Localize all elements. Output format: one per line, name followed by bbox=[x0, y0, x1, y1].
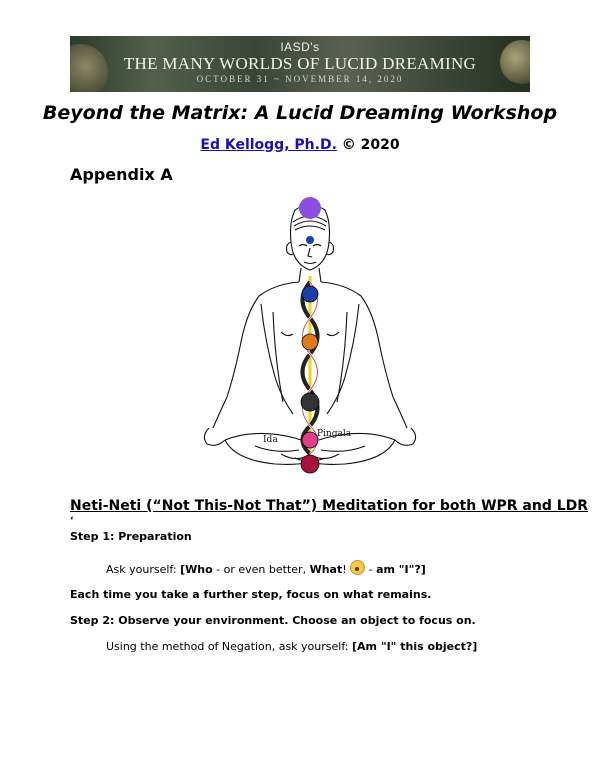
banner-dates: OCTOBER 31 ~ NOVEMBER 14, 2020 bbox=[196, 74, 404, 84]
banner-org: IASD's bbox=[280, 40, 320, 54]
planet-right-image bbox=[500, 40, 530, 84]
sacral-chakra-icon bbox=[301, 431, 319, 449]
author-link[interactable]: Ed Kellogg, Ph.D. bbox=[200, 137, 337, 153]
stray-mark: ‘ bbox=[70, 516, 74, 526]
step-1-heading: Step 1: Preparation bbox=[70, 530, 192, 543]
author-line: Ed Kellogg, Ph.D. © 2020 bbox=[0, 137, 600, 153]
ask-prefix: Ask yourself: bbox=[106, 563, 181, 576]
copyright-text: © 2020 bbox=[336, 137, 400, 153]
negation-prefix: Using the method of Negation, ask yourse… bbox=[106, 640, 353, 653]
ask-mid: - or even better, bbox=[212, 563, 310, 576]
each-time-instruction: Each time you take a further step, focus… bbox=[70, 588, 432, 601]
ask-exclaim: ! bbox=[342, 563, 351, 576]
step-2-heading: Step 2: Observe your environment. Choose… bbox=[70, 614, 476, 627]
document-title: Beyond the Matrix: A Lucid Dreaming Work… bbox=[42, 102, 558, 124]
chakra-meditation-figure: Ida Pingala bbox=[203, 197, 417, 474]
ask-what: What bbox=[309, 563, 343, 576]
ask-am-i: am "I"?] bbox=[376, 563, 426, 576]
appendix-heading: Appendix A bbox=[70, 165, 173, 184]
banner-title: THE MANY WORLDS OF LUCID DREAMING bbox=[123, 54, 477, 73]
pingala-channel bbox=[300, 280, 320, 456]
throat-chakra-icon bbox=[301, 285, 319, 303]
pingala-label: Pingala bbox=[317, 429, 352, 439]
third-eye-chakra-icon bbox=[306, 236, 314, 244]
shocked-face-icon bbox=[350, 560, 366, 575]
negation-question: [Am "I" this object?] bbox=[352, 640, 478, 653]
heart-chakra-icon bbox=[301, 333, 319, 351]
root-chakra-icon bbox=[300, 454, 320, 474]
ida-label: Ida bbox=[263, 435, 278, 445]
step-2-instruction: Using the method of Negation, ask yourse… bbox=[106, 640, 477, 653]
step-1-instruction: Ask yourself: [Who - or even better, Wha… bbox=[106, 560, 426, 576]
solar-plexus-chakra-icon bbox=[300, 392, 320, 412]
conference-banner: IASD's THE MANY WORLDS OF LUCID DREAMING… bbox=[70, 36, 530, 92]
ask-dash: - bbox=[365, 563, 377, 576]
crown-chakra-icon bbox=[299, 197, 321, 219]
section-heading: Neti-Neti (“Not This-Not That”) Meditati… bbox=[70, 498, 589, 514]
ask-who: [Who bbox=[180, 563, 213, 576]
